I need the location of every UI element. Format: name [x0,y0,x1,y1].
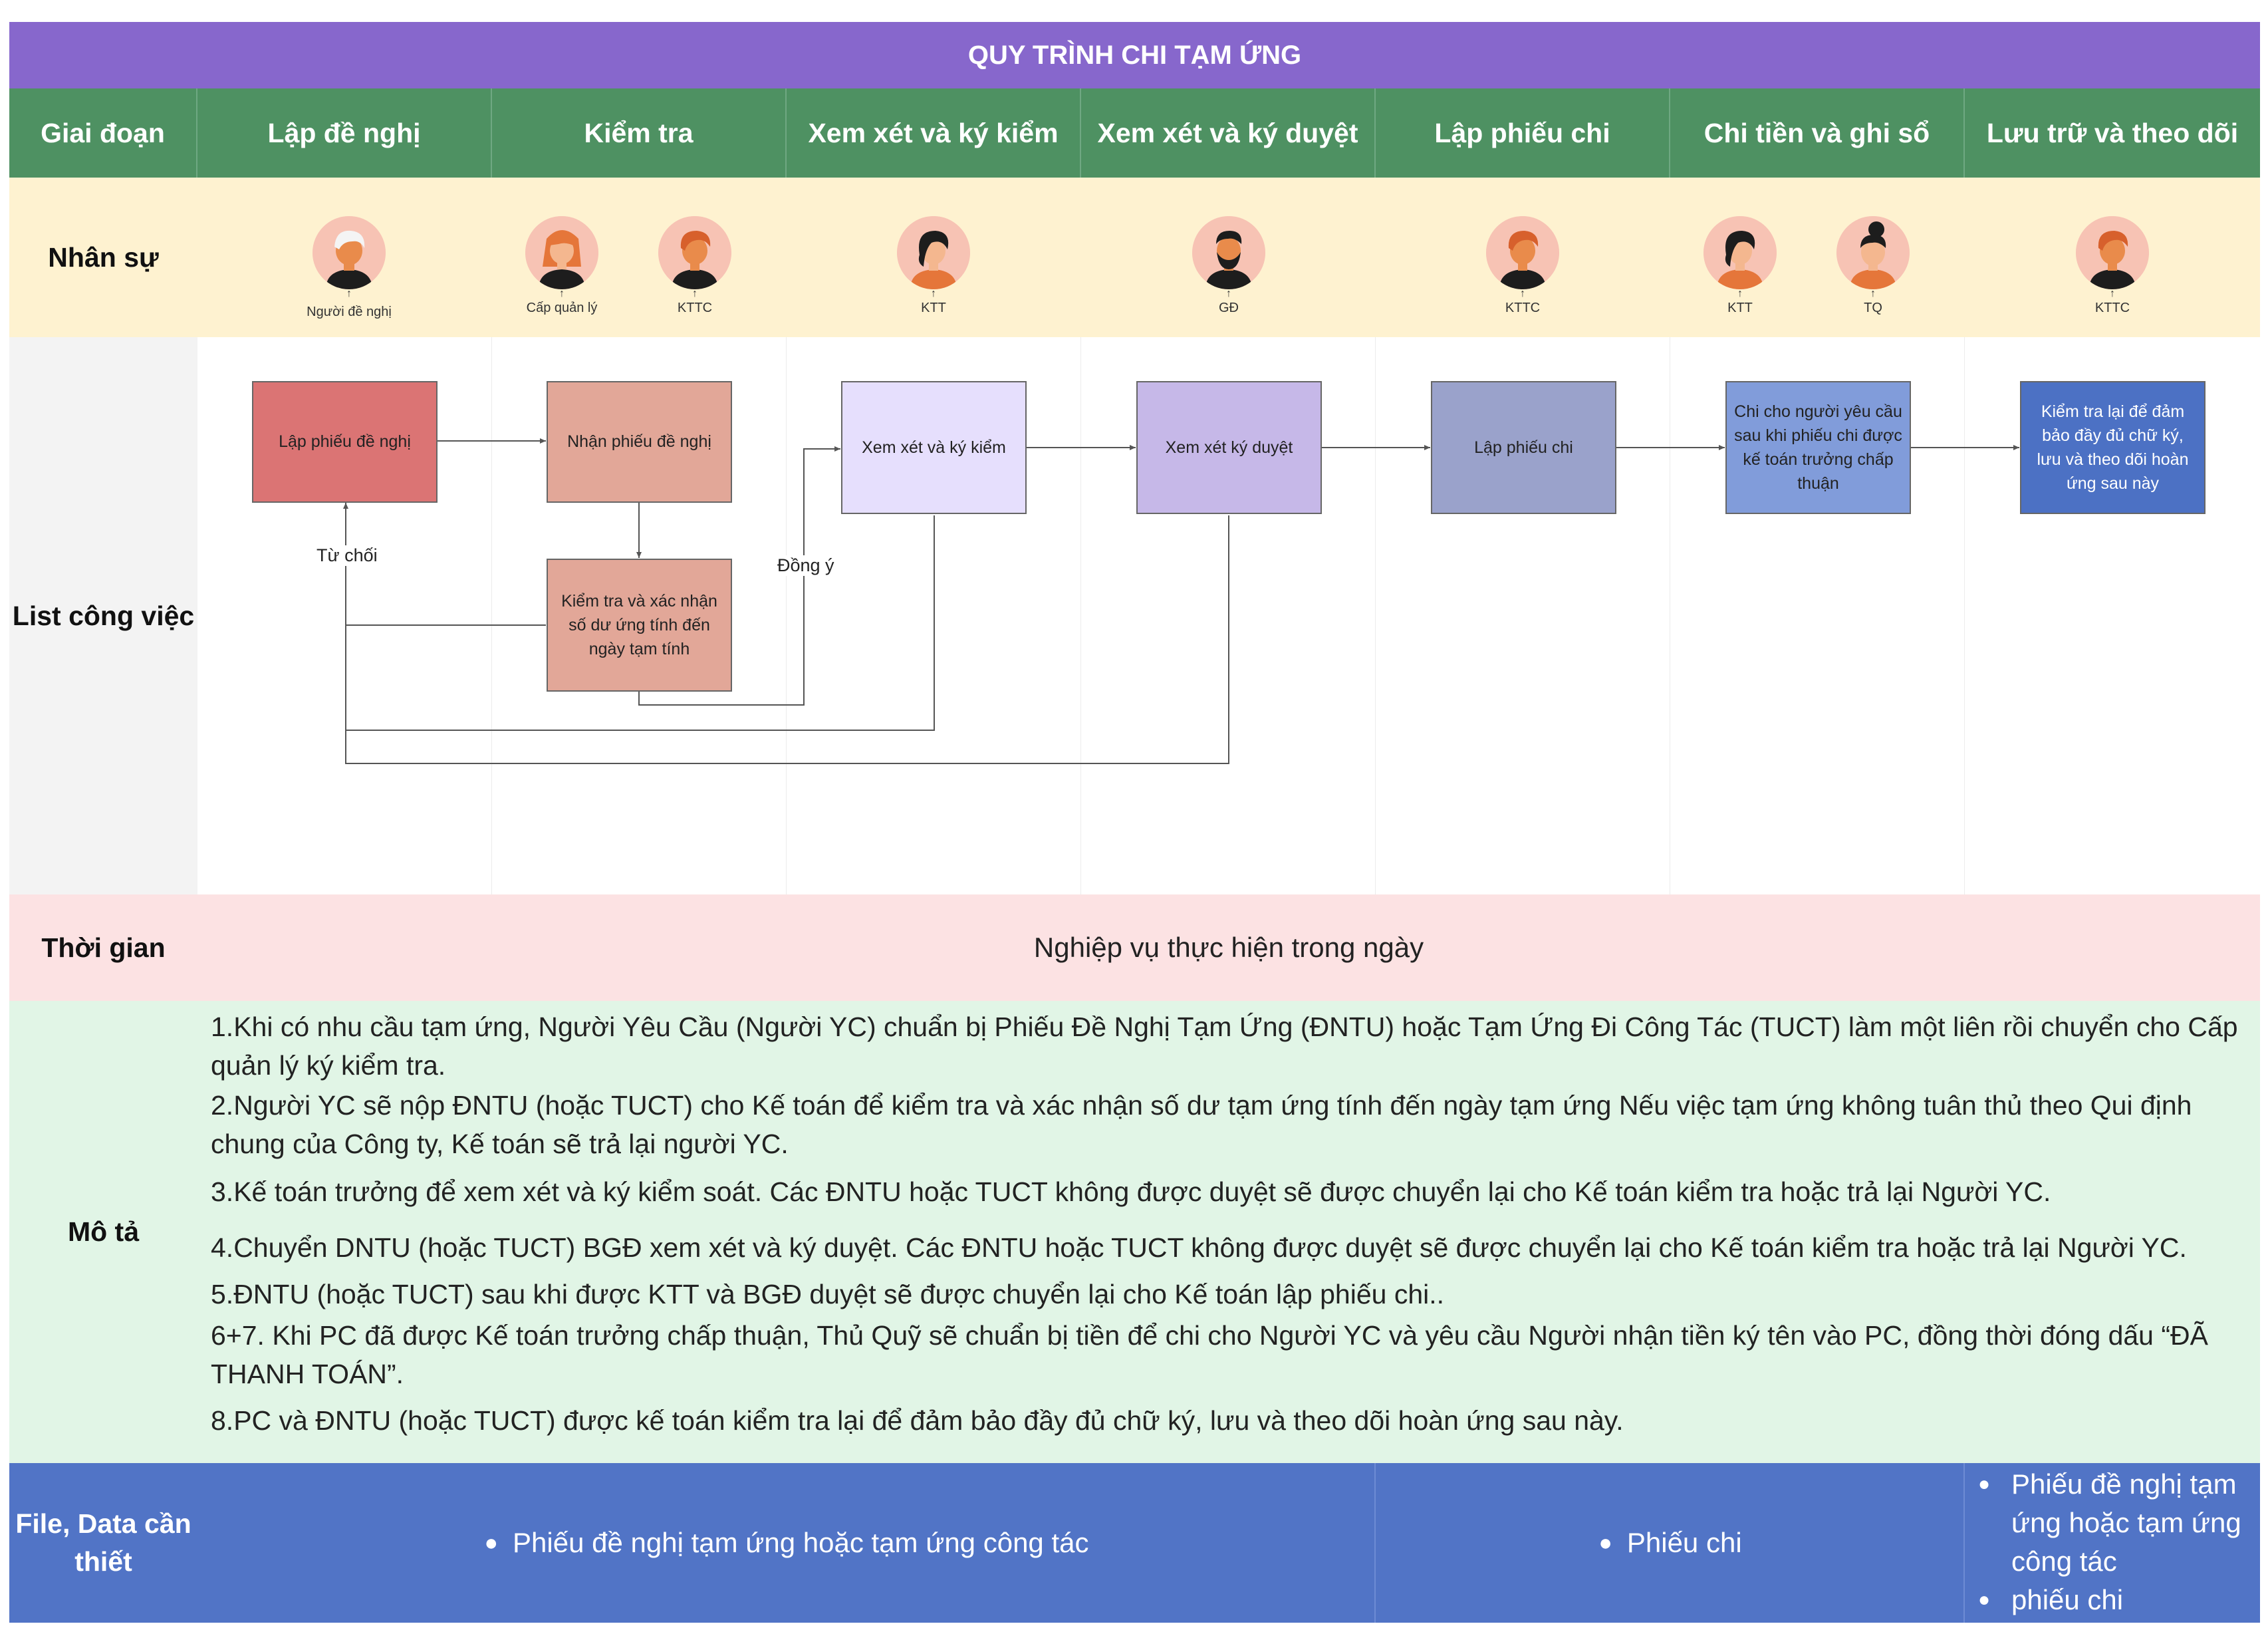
bullet-icon: ● [1598,1530,1612,1556]
staff-label-cap-quan-ly: Cấp quản lý [526,301,598,315]
bearded-man-avatar-icon [1192,216,1265,289]
staff-label-kttc-3: KTTC [2094,301,2130,315]
row-label-work: List công việc [9,337,197,894]
person-white-hair-avatar-icon [313,216,386,289]
staff-label-kttc-1: KTTC [677,301,713,315]
staff-label-ktt-2: KTT [1727,301,1753,315]
description-step-2: 2.Người YC sẽ nộp ĐNTU (hoặc TUCT) cho K… [211,1090,2192,1159]
stage-lap-de-nghi: Lập đề nghị [197,88,492,178]
description-step-8: 8.PC và ĐNTU (hoặc TUCT) được kế toán ki… [211,1405,1624,1436]
staff-label-nguoi-de-nghi: Người đề nghị [307,305,392,319]
woman-dark-hair-avatar-icon [897,216,970,289]
row-label-description: Mô tả [9,1001,197,1463]
description-step-1: 1.Khi có nhu cầu tạm ứng, Người Yêu Cầu … [211,1012,2238,1081]
staff-label-gd: GĐ [1219,301,1239,315]
stage-luu-tru-theo-doi: Lưu trữ và theo dõi [1965,88,2260,178]
description-step-5: 5.ĐNTU (hoặc TUCT) sau khi được KTT và B… [211,1279,1445,1309]
flow-box-nhan-phieu-de-nghi: Nhận phiếu đề nghị [547,381,732,503]
diagram-title: QUY TRÌNH CHI TẠM ỨNG [9,22,2260,88]
man-orange-hair-avatar-icon [2076,216,2149,289]
flow-box-xem-xet-ky-duyet: Xem xét ký duyệt [1136,381,1322,514]
file-list-luu-tru: ●Phiếu đề nghị tạm ứng hoặc tạm ứng công… [1978,1465,2251,1619]
flow-box-xem-xet-ky-kiem: Xem xét và ký kiểm [841,381,1027,514]
flow-box-chi-cho-nguoi-yeu-cau: Chi cho người yêu cầu sau khi phiếu chi … [1725,381,1911,514]
file-group-3 [1965,1463,2260,1623]
time-value: Nghiệp vụ thực hiện trong ngày [1033,932,1424,963]
woman-dark-hair-avatar-icon [1703,216,1777,289]
bullet-icon: ● [1978,1589,1991,1611]
time-row [197,894,2260,1001]
file-list-item: ●Phiếu đề nghị tạm ứng hoặc tạm ứng công… [1978,1465,2251,1581]
staff-label-ktt-1: KTT [921,301,946,315]
flow-box-lap-phieu-de-nghi: Lập phiếu đề nghị [252,381,438,503]
description-row [197,1001,2260,1463]
flow-box-lap-phieu-chi: Lập phiếu chi [1431,381,1616,514]
agree-label: Đồng ý [775,555,837,576]
arrow-up-icon: ↑ [1226,288,1231,299]
bullet-icon: ● [1978,1473,1991,1495]
arrow-up-icon: ↑ [346,288,352,299]
file-item-phieu-chi: ●Phiếu chi [1598,1527,1742,1558]
stage-kiem-tra: Kiểm tra [492,88,787,178]
stage-xem-xet-ky-kiem: Xem xét và ký kiểm [787,88,1081,178]
man-orange-hair-avatar-icon [658,216,731,289]
row-label-time: Thời gian [9,894,197,1001]
stage-chi-tien-ghi-so: Chi tiền và ghi sổ [1670,88,1965,178]
arrow-up-icon: ↑ [692,288,697,299]
reject-label: Từ chối [314,545,380,566]
file-group-2 [1376,1463,1965,1623]
staff-label-tq: TQ [1864,301,1882,315]
man-orange-hair-avatar-icon [1486,216,1559,289]
description-text: 1.Khi có nhu cầu tạm ứng, Người Yêu Cầu … [197,1001,2260,1463]
arrow-up-icon: ↑ [1737,288,1743,299]
bullet-icon: ● [484,1530,499,1556]
woman-orange-hair-avatar-icon [525,216,598,289]
arrow-up-icon: ↑ [2110,288,2115,299]
woman-bun-hair-avatar-icon [1836,216,1910,289]
arrow-up-icon: ↑ [1520,288,1525,299]
description-step-4: 4.Chuyển DNTU (hoặc TUCT) BGĐ xem xét và… [211,1232,2187,1263]
arrow-up-icon: ↑ [559,288,565,299]
row-label-files: File, Data cần thiết [9,1463,197,1623]
flow-box-kiem-tra-luu-tru: Kiểm tra lại để đảm bảo đầy đủ chữ ký, l… [2020,381,2205,514]
stage-xem-xet-ky-duyet: Xem xét và ký duyệt [1081,88,1376,178]
row-label-staff: Nhân sự [9,178,197,337]
file-group-1 [197,1463,1376,1623]
arrow-up-icon: ↑ [931,288,936,299]
flow-box-kiem-tra-xac-nhan: Kiểm tra và xác nhận số dư ứng tính đến … [547,559,732,692]
description-step-6-7: 6+7. Khi PC đã được Kế toán trưởng chấp … [211,1320,2208,1389]
file-item-phieu-de-nghi: ●Phiếu đề nghị tạm ứng hoặc tạm ứng công… [484,1527,1089,1558]
stage-lap-phieu-chi: Lập phiếu chi [1376,88,1670,178]
arrow-up-icon: ↑ [1870,288,1876,299]
stage-header-label: Giai đoạn [9,88,197,178]
staff-label-kttc-2: KTTC [1505,301,1541,315]
file-list-item: ●phiếu chi [1978,1581,2251,1619]
description-step-3: 3.Kế toán trưởng để xem xét và ký kiểm s… [211,1176,2051,1207]
